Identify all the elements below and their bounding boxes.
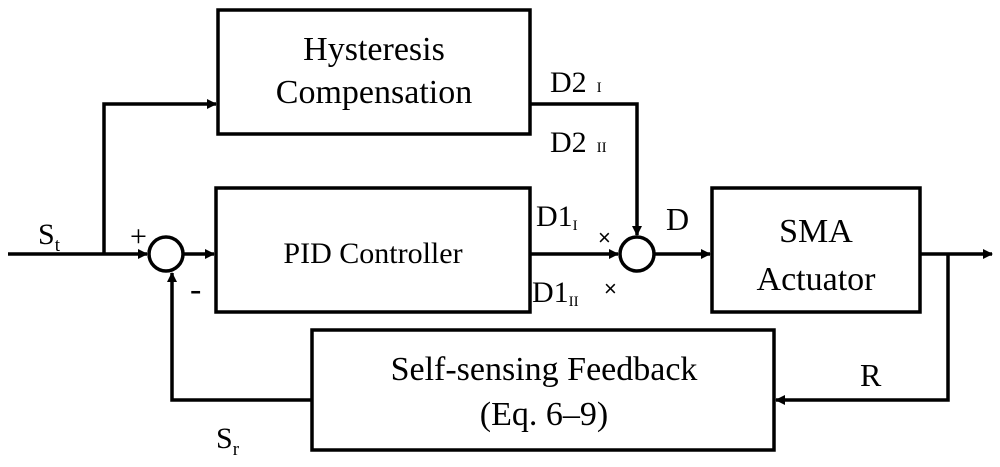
- sma-label-line1: SMA: [779, 213, 853, 250]
- minus-sign: -: [190, 271, 201, 308]
- feedback-label-line2: (Eq. 6–9): [480, 396, 608, 433]
- hysteresis-output-line: [530, 102, 642, 236]
- d1-ii-subscript: II: [569, 294, 579, 310]
- sma-actuator-block: [710, 186, 922, 314]
- pid-controller-block: [214, 186, 532, 314]
- hysteresis-compensation-block: [216, 8, 532, 136]
- feedforward-line: [102, 99, 217, 254]
- output-summing-junction: [618, 235, 656, 273]
- d2-ii-label: D2 II: [550, 126, 607, 159]
- d1-i-base: D1: [536, 200, 573, 233]
- d2-ii-base: D2: [550, 126, 587, 159]
- sma-label-line2: Actuator: [757, 261, 877, 298]
- r-signal-label: R: [860, 357, 882, 393]
- st-base: S: [38, 218, 55, 251]
- sr-base: S: [216, 422, 233, 455]
- r-feedback-line: [775, 254, 950, 405]
- d1-i-subscript: I: [573, 218, 578, 234]
- input-summing-junction: [147, 235, 185, 273]
- plus-sign: +: [130, 220, 147, 253]
- d2-i-base: D2: [550, 66, 587, 99]
- d1-ii-base: D1: [532, 276, 569, 309]
- sr-signal-label: Sr: [216, 422, 240, 460]
- feedback-label-line1: Self-sensing Feedback: [391, 351, 698, 388]
- sr-feedback-line: [167, 272, 312, 402]
- lower-switch-mark: ×: [604, 276, 617, 301]
- sr-subscript: r: [233, 439, 240, 460]
- pid-controller-label: PID Controller: [283, 237, 462, 270]
- d2-ii-subscript: II: [597, 140, 607, 156]
- hysteresis-label-line1: Hysteresis: [303, 31, 445, 68]
- self-sensing-feedback-block: [310, 328, 776, 452]
- d2-i-subscript: I: [597, 80, 602, 96]
- d-signal-label: D: [666, 201, 689, 237]
- d1-ii-label: D1II: [532, 276, 579, 310]
- d2-i-label: D2 I: [550, 66, 602, 99]
- st-subscript: t: [55, 235, 61, 256]
- hysteresis-label-line2: Compensation: [276, 74, 472, 111]
- st-signal-label: St: [38, 218, 61, 256]
- d1-i-label: D1I: [536, 200, 578, 234]
- upper-switch-mark: ×: [598, 225, 611, 250]
